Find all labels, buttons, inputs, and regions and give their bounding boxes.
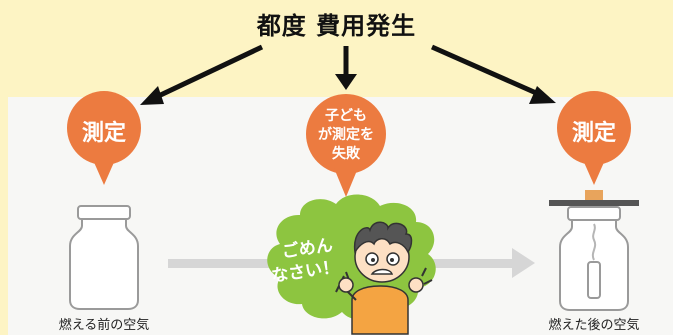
child-illustration [335, 221, 433, 335]
title-arrows [140, 44, 556, 105]
middle-failure-badge [306, 94, 386, 197]
left-badge-label: 測定 [81, 121, 126, 146]
middle-badge-line-2: が測定を [318, 127, 374, 143]
right-badge-label: 測定 [571, 121, 616, 146]
arrow-right-head [529, 86, 556, 104]
candle [587, 261, 601, 299]
glass-plate [549, 200, 639, 206]
arrow-left [148, 44, 264, 103]
middle-badge-line-3: 失敗 [332, 146, 360, 162]
left-measure-badge [67, 91, 141, 185]
cork [585, 190, 603, 202]
middle-badge-line-1: 子ども [325, 108, 367, 124]
caption-after: 燃えた後の空気 [548, 318, 640, 333]
cost-title: 都度 費用発生 [256, 12, 417, 40]
arrow-left-head [140, 86, 164, 105]
arrow-middle-head [335, 74, 357, 90]
smoke [591, 223, 597, 261]
right-measure-badge [557, 91, 631, 185]
jar-after [549, 190, 639, 311]
caption-before: 燃える前の空気 [58, 318, 150, 333]
jar-before [69, 205, 139, 310]
arrow-right [430, 44, 545, 99]
